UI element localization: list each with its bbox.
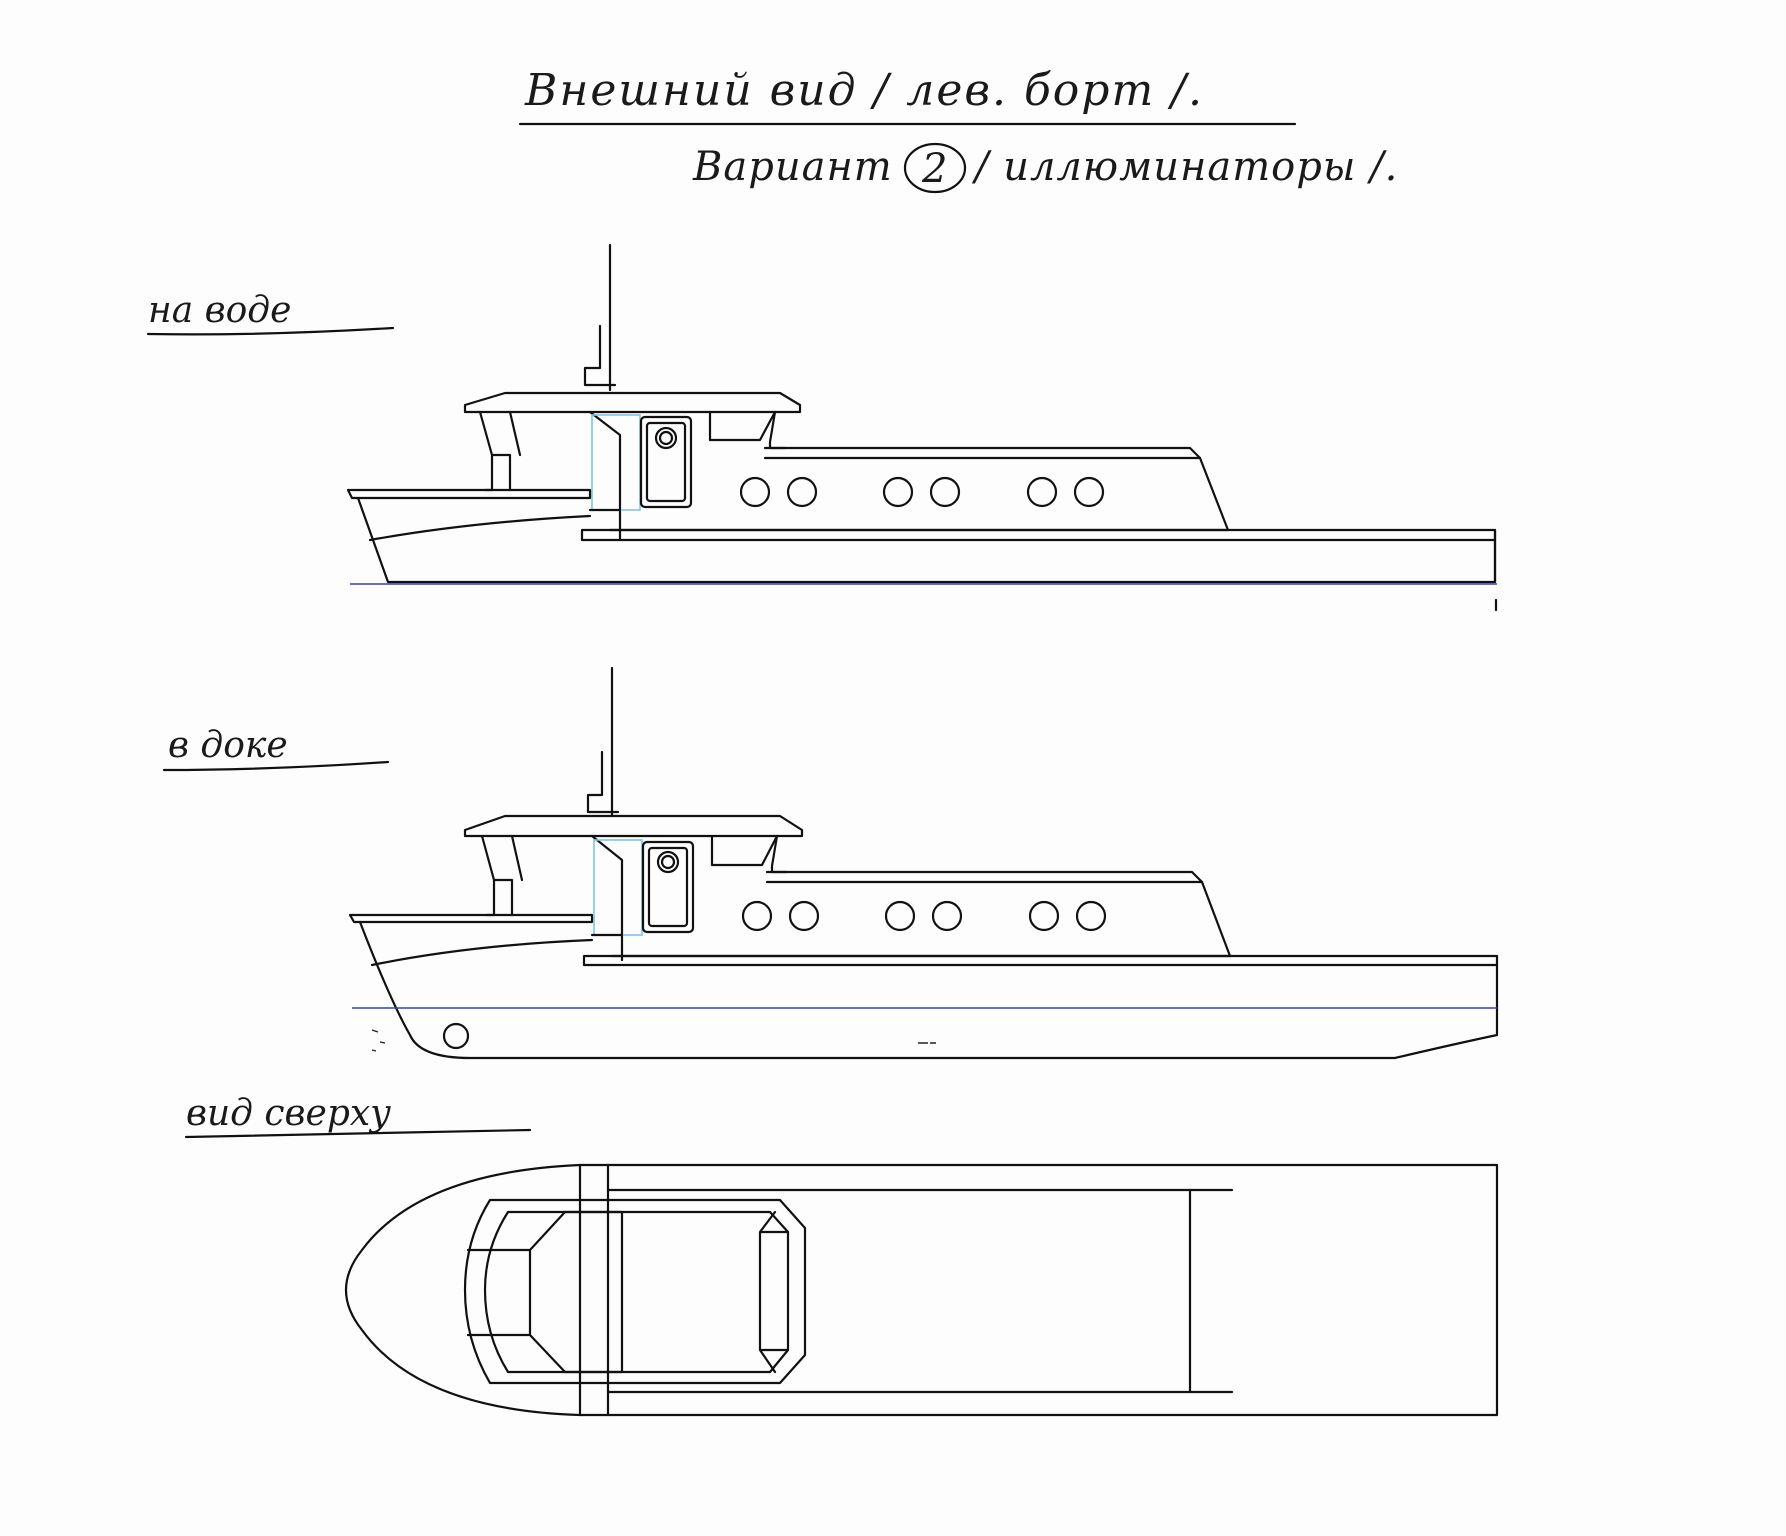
portholes	[739, 476, 1105, 508]
bow-thruster	[442, 1022, 470, 1050]
label-top-underline	[184, 1128, 532, 1139]
foredeck	[348, 913, 594, 924]
door-porthole	[654, 426, 678, 450]
wheelhouse-front-facets	[466, 1210, 567, 1374]
porthole	[1075, 900, 1107, 932]
mast-bracket	[583, 324, 617, 387]
porthole	[931, 900, 963, 932]
wheelhouse-aft-facets	[758, 1210, 790, 1374]
label-top-text: вид сверху	[186, 1093, 391, 1134]
sheet-title: Внешний вид / лев. борт /.	[524, 65, 1204, 116]
sheet-header: Внешний вид / лев. борт /. Вариант 2 / и…	[518, 65, 1398, 194]
variant-suffix: / иллюминаторы /.	[971, 144, 1398, 190]
porthole	[929, 476, 961, 508]
porthole	[882, 476, 914, 508]
foredeck	[346, 488, 592, 500]
portholes	[741, 900, 1107, 932]
bow-sheer	[370, 938, 594, 967]
label-docked-underline	[162, 760, 390, 772]
wheelhouse-front-panel	[563, 1210, 624, 1374]
door-outer	[641, 840, 695, 934]
porthole	[741, 900, 773, 932]
cabin-roof	[765, 870, 1232, 958]
side-view-docked	[348, 666, 1499, 1060]
door-highlight	[591, 414, 641, 511]
wheelhouse-roof	[463, 814, 804, 838]
cabin-roof	[763, 446, 1230, 532]
wheelhouse-window-aft	[710, 834, 779, 867]
wheelhouse-front	[480, 834, 514, 917]
door-outer	[639, 415, 693, 509]
wheelhouse-frame	[508, 410, 622, 542]
variant-circle	[903, 142, 967, 194]
porthole	[788, 900, 820, 932]
hull-side	[358, 920, 1499, 1060]
porthole	[884, 900, 916, 932]
hull-side	[356, 496, 1497, 584]
wheelhouse-roof-plan	[463, 1198, 807, 1385]
wheelhouse-frame	[510, 834, 624, 962]
door-porthole	[656, 850, 680, 874]
porthole	[739, 476, 771, 508]
variant-number: 2	[921, 146, 948, 192]
porthole	[786, 476, 818, 508]
door-porthole-inner	[658, 430, 674, 446]
porthole	[1073, 476, 1105, 508]
porthole	[1028, 900, 1060, 932]
door-inner	[645, 421, 687, 503]
wheelhouse-roof-inner	[483, 1210, 790, 1374]
hull-outline	[344, 1163, 1499, 1417]
wheelhouse-front	[478, 410, 512, 492]
door-inner	[647, 846, 689, 928]
label-docked-text: в доке	[168, 725, 288, 766]
label-afloat-text: на воде	[148, 290, 291, 331]
wheelhouse-window-aft	[708, 410, 777, 442]
wheelhouse-roof	[463, 391, 802, 414]
label-afloat-underline	[146, 326, 395, 336]
porthole	[1026, 476, 1058, 508]
side-view-afloat	[346, 243, 1498, 612]
mast-bracket	[586, 750, 620, 814]
door-porthole-inner	[660, 854, 676, 870]
label-docked: в доке	[162, 725, 390, 772]
variant-prefix: Вариант	[692, 144, 893, 190]
door-highlight	[593, 839, 643, 936]
top-view	[344, 1163, 1499, 1417]
label-top: вид сверху	[184, 1093, 532, 1139]
scribble-marks	[371, 1029, 936, 1052]
bow-sheer	[368, 514, 592, 542]
label-afloat: на воде	[146, 290, 395, 336]
